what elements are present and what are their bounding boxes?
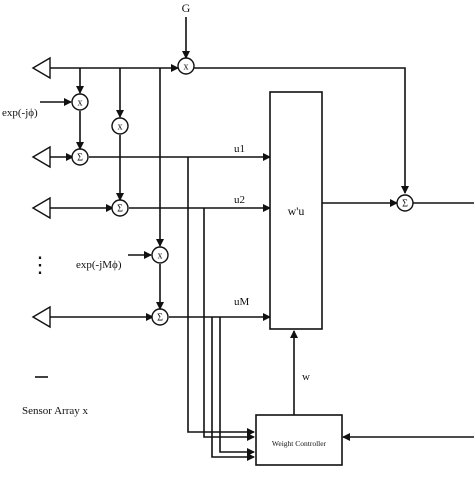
multiplier-node-2: x [111,117,129,135]
svg-text:x: x [184,62,189,73]
um-label: uM [234,296,250,308]
gain-label: G [182,1,191,15]
sensor-element-1 [31,56,51,80]
phasem-label: exp(-jMϕ) [76,259,122,271]
sensor-element-2 [31,145,51,169]
uM-tap-2 [219,317,255,456]
um-tap-to-controller [211,317,255,461]
u2-tap-to-controller [203,208,255,441]
wu-block [269,91,323,330]
sensor-element-3 [31,196,51,220]
u2-label: u2 [234,194,245,206]
w-label: w [302,371,310,383]
gain-multiplier-node: x [177,57,195,75]
phase1-label: exp(-jϕ) [2,107,38,119]
sum-node-2: Σ [111,199,129,217]
svg-text:Σ: Σ [402,199,408,210]
reference-line [194,67,409,194]
svg-text:Σ: Σ [77,153,83,164]
sensor-ellipsis: ⋮ [29,252,51,277]
u1-tap-to-controller [187,157,255,436]
sensor-element-m [31,305,51,329]
svg-text:x: x [158,251,163,262]
multiplier-node-m: x [151,246,169,264]
sum-node-1: Σ [71,148,89,166]
wu-label: w'u [288,204,305,218]
svg-text:Σ: Σ [157,313,163,324]
svg-text:x: x [118,122,123,133]
svg-text:Σ: Σ [117,204,123,215]
svg-text:x: x [78,98,83,109]
sensor-array-label: Sensor Array x [22,405,88,417]
weight-controller-label: Weight Controller [272,439,327,448]
sum-node-m: Σ [151,308,169,326]
weight-controller-block [255,414,343,466]
u1-label: u1 [234,143,245,155]
multiplier-node-1: x [71,93,89,111]
output-sum-node: Σ [396,194,414,212]
